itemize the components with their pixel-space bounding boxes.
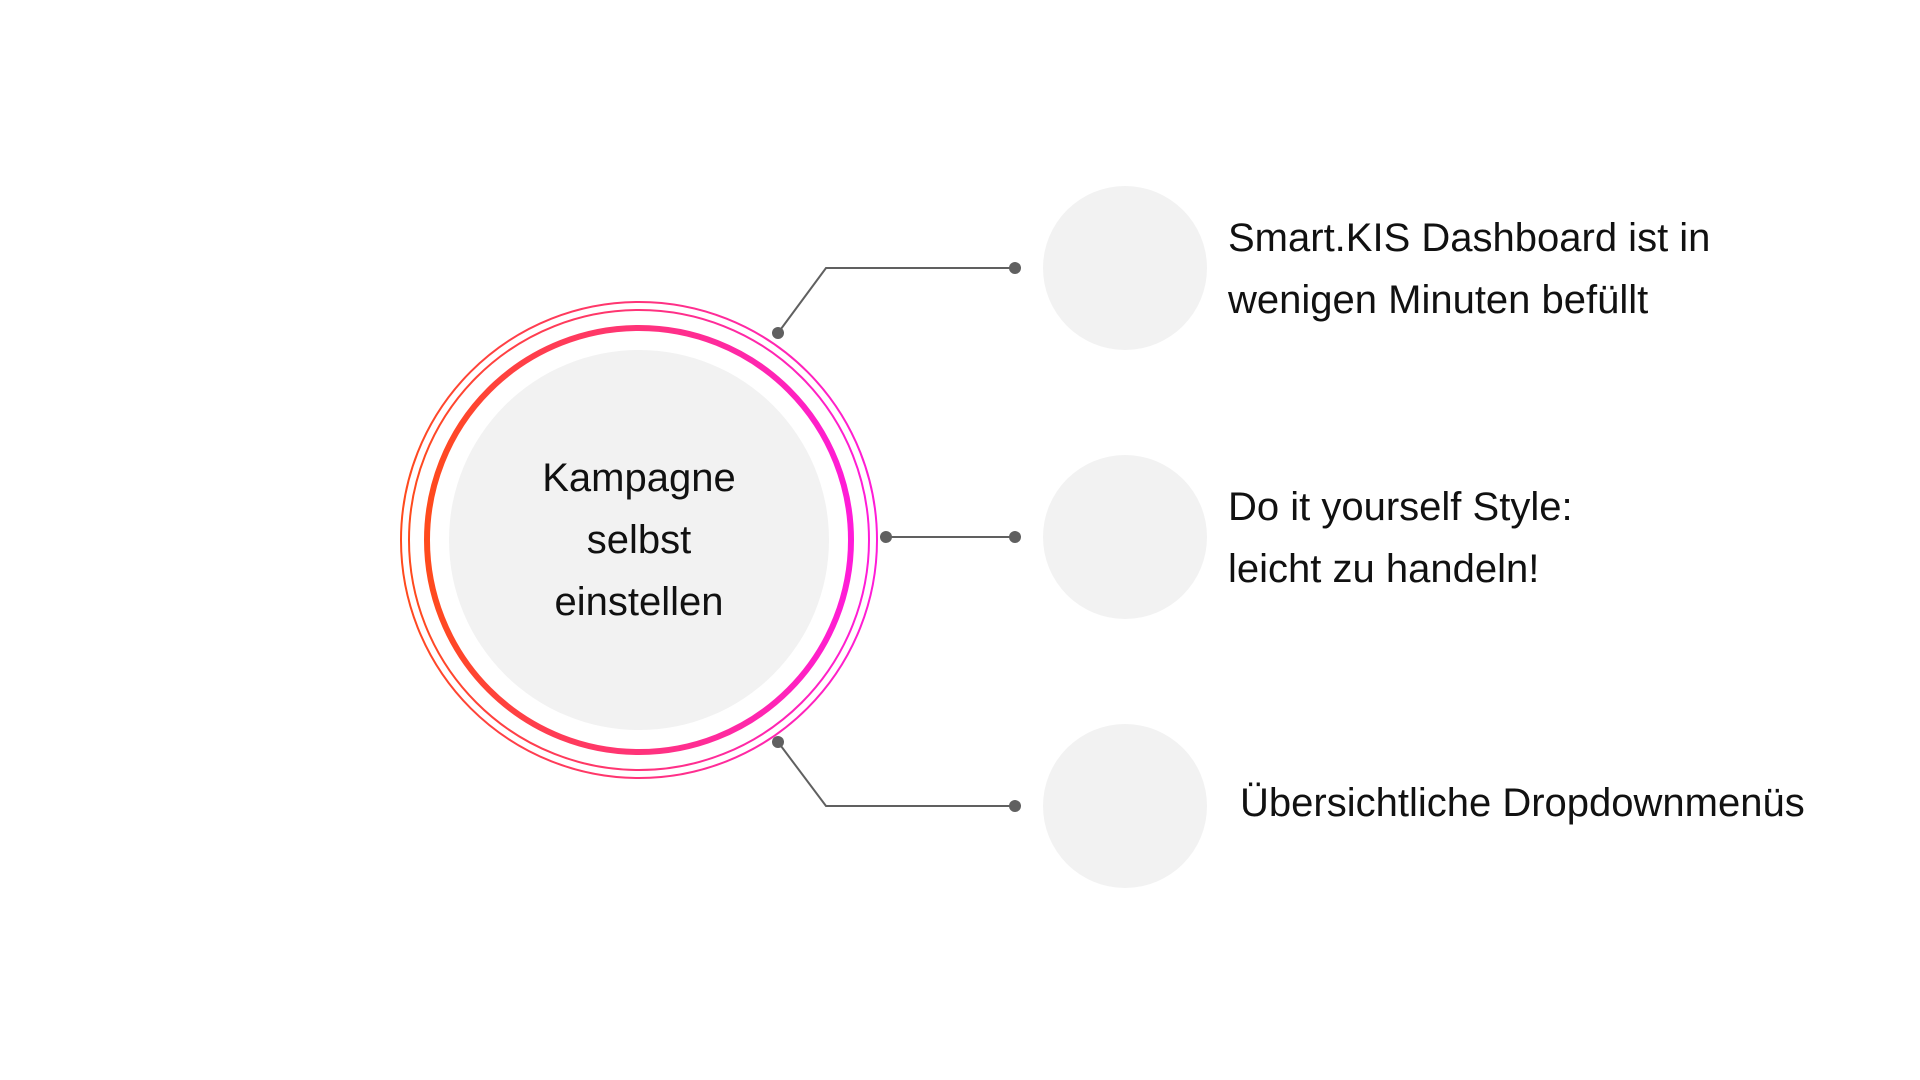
connector-top (777, 267, 1015, 334)
middle-ring (408, 309, 870, 771)
connector-dot (772, 327, 784, 339)
center-rings (400, 301, 878, 779)
connector-dot (772, 736, 784, 748)
connector-bottom (777, 741, 1015, 807)
item-text-3: Übersichtliche Dropdownmenüs (1240, 781, 1805, 825)
satellite-nodes (1043, 186, 1207, 888)
outer-ring (400, 301, 878, 779)
connectors (777, 267, 1015, 807)
connector-dot (1009, 262, 1021, 274)
item-node-1 (1043, 186, 1207, 350)
item-node-3 (1043, 724, 1207, 888)
item-text-2: Do it yourself Style: leicht zu handeln! (1228, 485, 1573, 591)
item-node-2 (1043, 455, 1207, 619)
connector-dot (1009, 800, 1021, 812)
connector-dot (880, 531, 892, 543)
connector-dot (1009, 531, 1021, 543)
center-label: Kampagne selbst einstellen (542, 456, 736, 624)
inner-ring (424, 325, 854, 755)
item-text-1: Smart.KIS Dashboard ist in wenigen Minut… (1228, 216, 1711, 322)
connector-dots (772, 262, 1021, 812)
center-disc (449, 350, 829, 730)
